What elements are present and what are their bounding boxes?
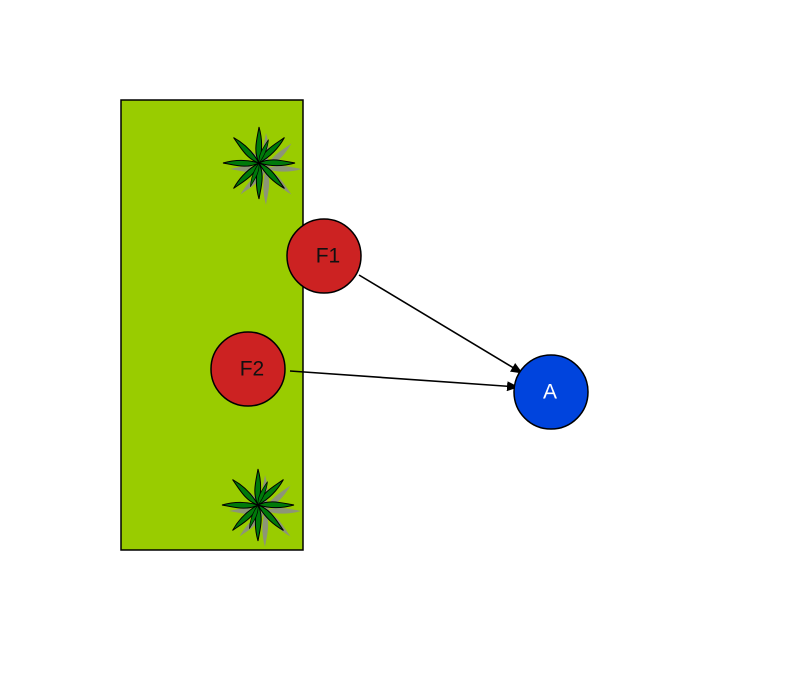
edge-f2-to-a [289,370,519,392]
node-a: A [513,354,589,430]
node-f2-label: F2 [240,358,265,381]
node-a-label: A [543,381,557,404]
edge-f1-to-a [358,274,523,374]
node-f1-label: F1 [316,245,341,268]
node-f2: F2 [210,331,286,407]
node-f1: F1 [286,218,362,294]
